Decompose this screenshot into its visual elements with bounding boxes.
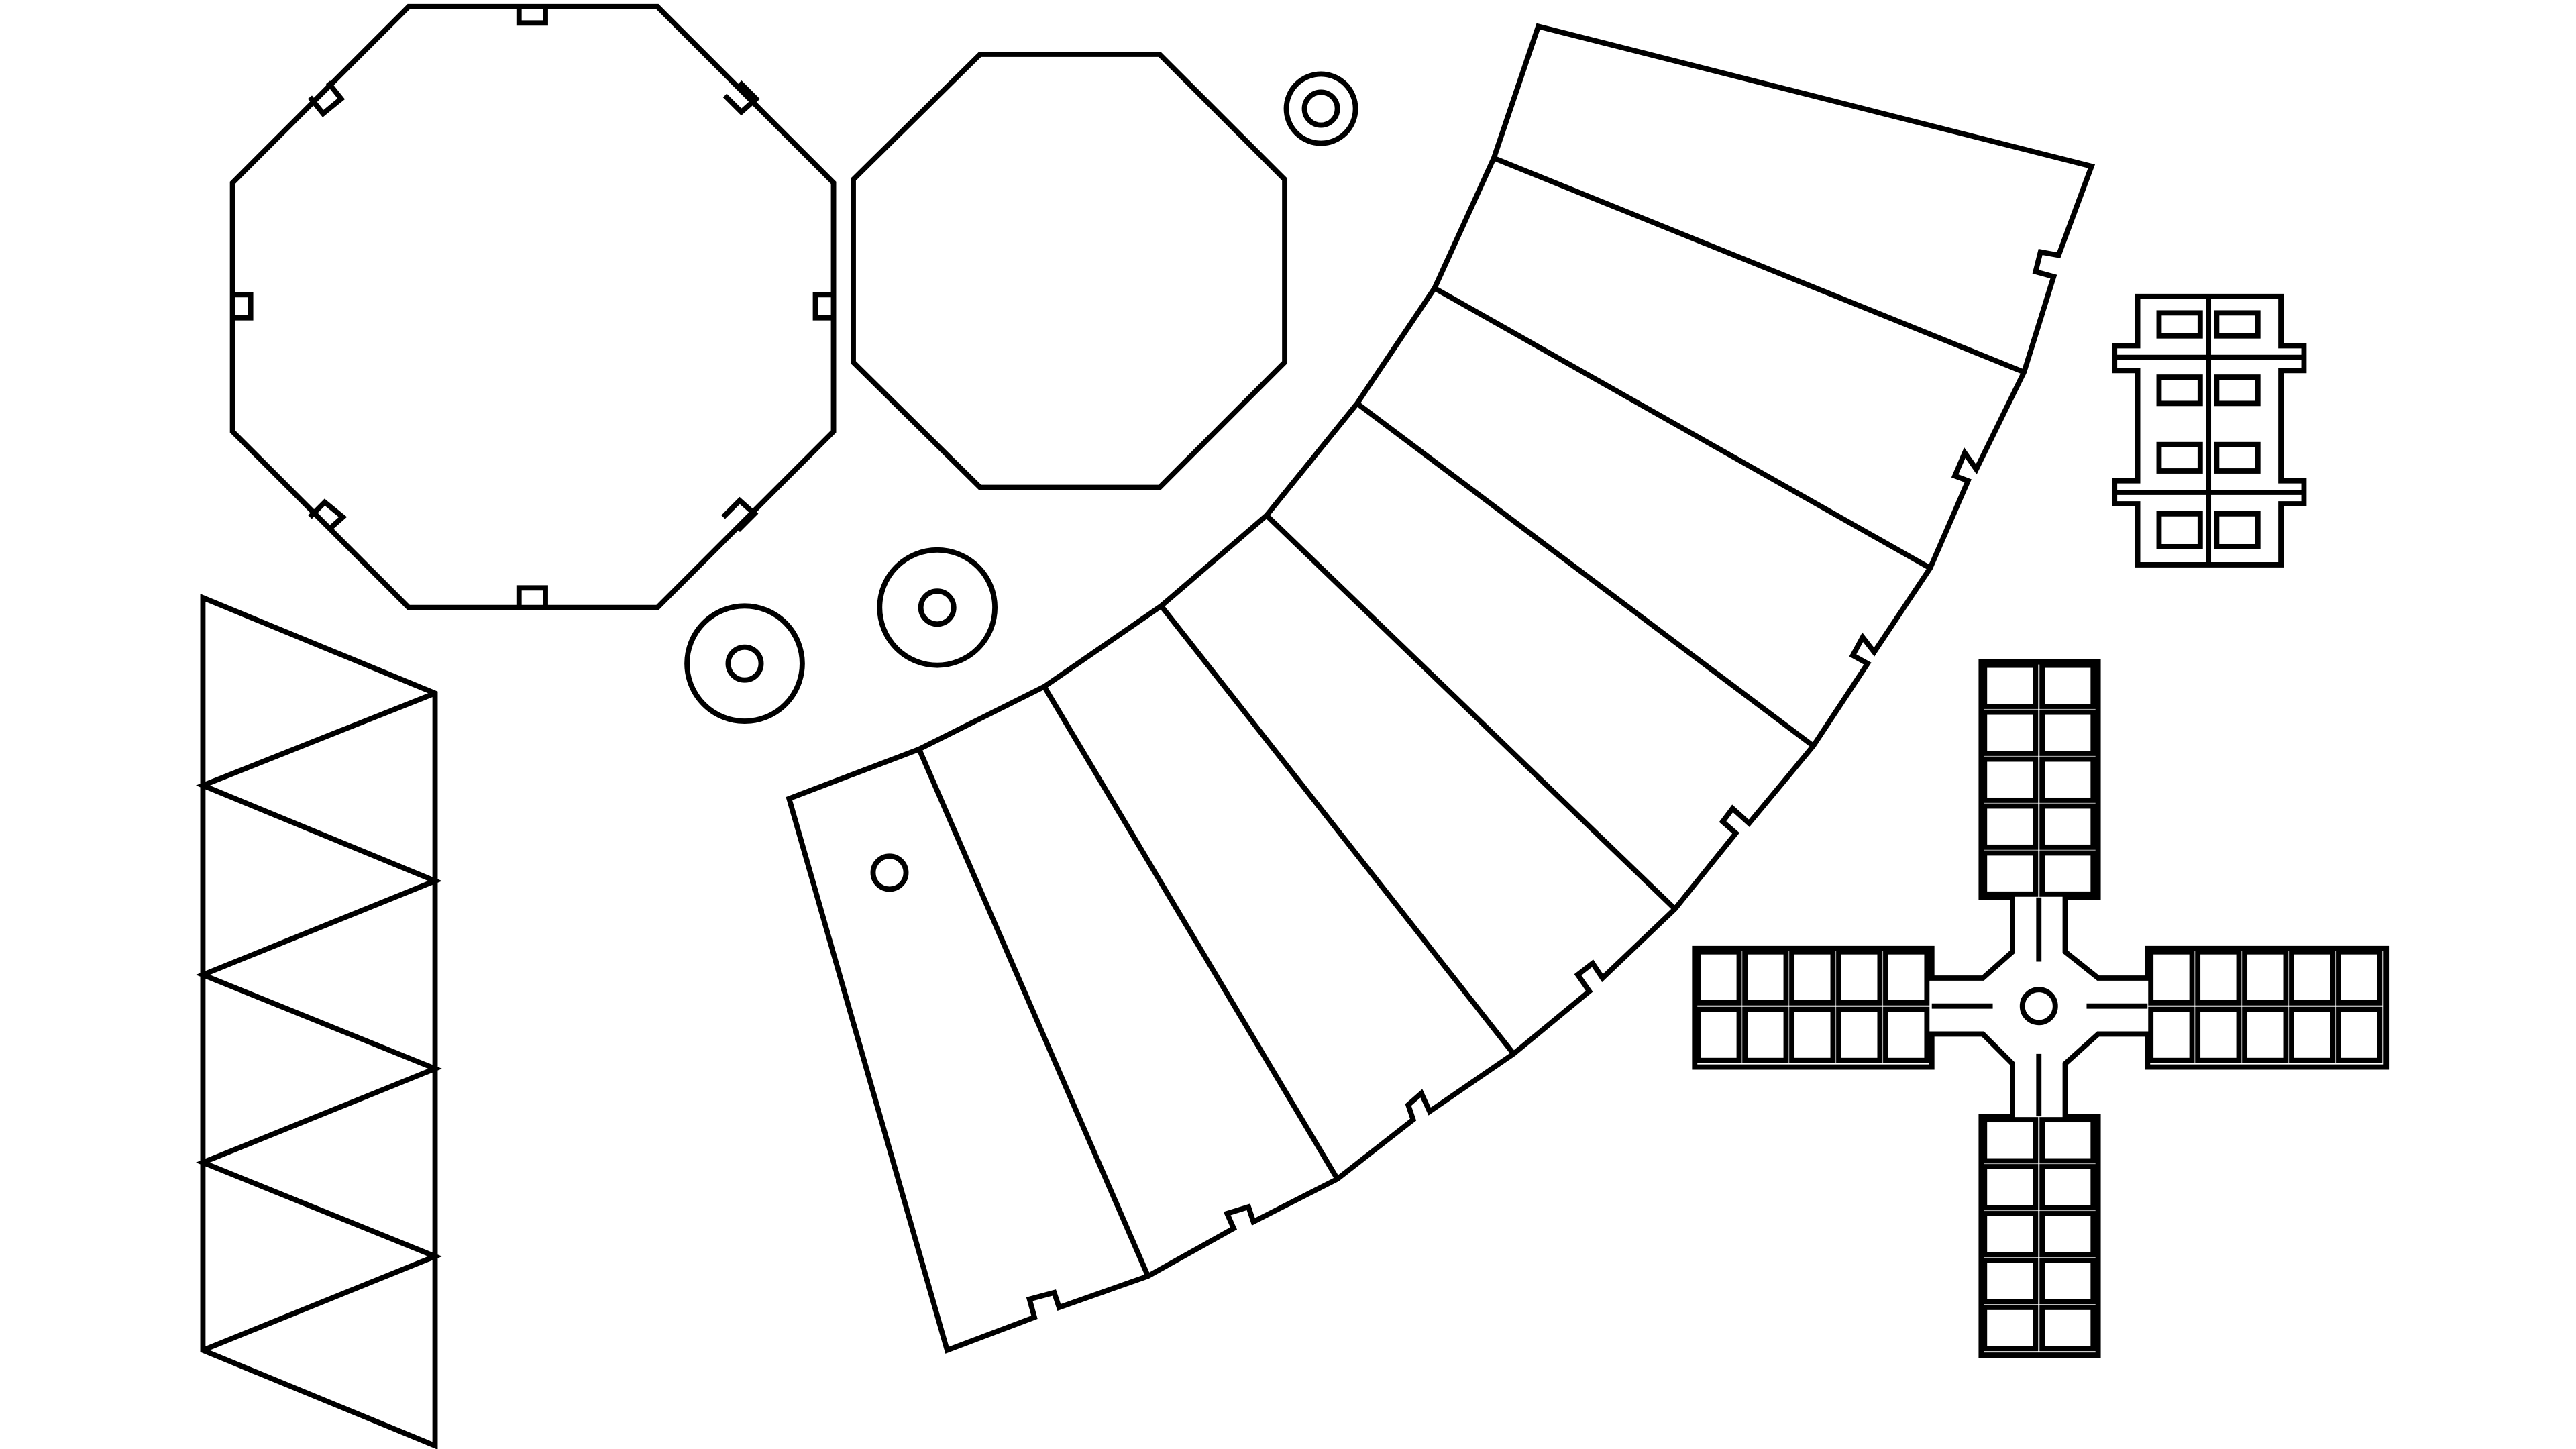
sail-cell bbox=[1883, 949, 1930, 1006]
sail-cell bbox=[2039, 709, 2096, 756]
wall-fold-5 bbox=[1159, 604, 1516, 1056]
sail-cell bbox=[1982, 803, 2039, 850]
sail-cell bbox=[2039, 1164, 2096, 1211]
washer-right bbox=[877, 547, 998, 668]
washer-small bbox=[1283, 71, 1358, 146]
sail-cell bbox=[2148, 1006, 2195, 1063]
sail-cell bbox=[2039, 662, 2096, 709]
base-tab-bottom-left bbox=[308, 498, 347, 533]
zigzag-truss-strip bbox=[195, 594, 443, 1449]
wall-fold-1 bbox=[1493, 155, 2025, 375]
sails-axle-hole bbox=[2019, 987, 2058, 1026]
curved-wall-strip bbox=[786, 23, 2096, 1354]
sail-cell bbox=[1695, 1006, 1742, 1063]
sail-cell bbox=[2039, 850, 2096, 897]
sail-cell bbox=[1982, 850, 2039, 897]
sail-cell bbox=[1982, 1164, 2039, 1211]
sail-cell bbox=[2242, 1006, 2289, 1063]
wall-outer-edge bbox=[786, 23, 2096, 1354]
sail-cell bbox=[1883, 1006, 1930, 1063]
sail-cell bbox=[2195, 1006, 2242, 1063]
sail-cell bbox=[2039, 1117, 2096, 1164]
sail-cell bbox=[1742, 1006, 1789, 1063]
sail-cell bbox=[2039, 756, 2096, 803]
sail-cell bbox=[1836, 949, 1883, 1006]
octagon-base-slotted bbox=[229, 3, 837, 610]
sail-cell bbox=[1695, 949, 1742, 1006]
sail-cells bbox=[1695, 662, 2383, 1352]
wall-fold-4 bbox=[1265, 513, 1677, 911]
sail-cell bbox=[1789, 949, 1836, 1006]
sail-cell bbox=[2195, 949, 2242, 1006]
sail-cell bbox=[1982, 756, 2039, 803]
sail-cell bbox=[1982, 1117, 2039, 1164]
sail-cell bbox=[1742, 949, 1789, 1006]
base-tab-right bbox=[812, 292, 834, 321]
sail-cell bbox=[1982, 662, 2039, 709]
base-tab-top-right bbox=[722, 80, 760, 116]
windmill-sails bbox=[1692, 659, 2390, 1358]
sail-cell bbox=[2148, 949, 2195, 1006]
base-tab-left bbox=[232, 292, 254, 321]
wall-fold-3 bbox=[1355, 401, 1815, 749]
sail-cell bbox=[2289, 949, 2336, 1006]
base-tab-top-left bbox=[307, 80, 345, 117]
octagon-roof bbox=[851, 52, 1288, 490]
sail-cell bbox=[1789, 1006, 1836, 1063]
base-tab-top bbox=[516, 6, 548, 26]
sail-cell bbox=[2289, 1006, 2336, 1063]
base-tab-bottom-right bbox=[721, 496, 759, 533]
sail-cell bbox=[2039, 803, 2096, 850]
wall-axle-hole bbox=[870, 853, 909, 892]
sail-cell bbox=[2039, 1304, 2096, 1352]
wall-fold-7 bbox=[916, 748, 1150, 1277]
truss-zigzag bbox=[195, 690, 443, 1353]
hub-outline bbox=[2112, 293, 2307, 568]
wall-fold-2 bbox=[1433, 286, 1932, 571]
sail-cell bbox=[2242, 949, 2289, 1006]
sail-cell bbox=[1836, 1006, 1883, 1063]
sails-outline bbox=[1692, 659, 2390, 1358]
sail-cell bbox=[2336, 949, 2383, 1006]
sail-cell bbox=[1982, 1304, 2039, 1352]
sail-cell bbox=[1982, 1211, 2039, 1258]
sail-cell bbox=[2039, 1258, 2096, 1305]
sail-cell bbox=[1982, 709, 2039, 756]
sail-cell bbox=[2039, 1211, 2096, 1258]
sail-cell bbox=[2336, 1006, 2383, 1063]
washer-left bbox=[684, 603, 805, 724]
sail-hub-small bbox=[2112, 293, 2307, 568]
wall-fold-6 bbox=[1042, 685, 1340, 1181]
sail-cell bbox=[1982, 1258, 2039, 1305]
base-tab-bottom bbox=[516, 585, 548, 608]
